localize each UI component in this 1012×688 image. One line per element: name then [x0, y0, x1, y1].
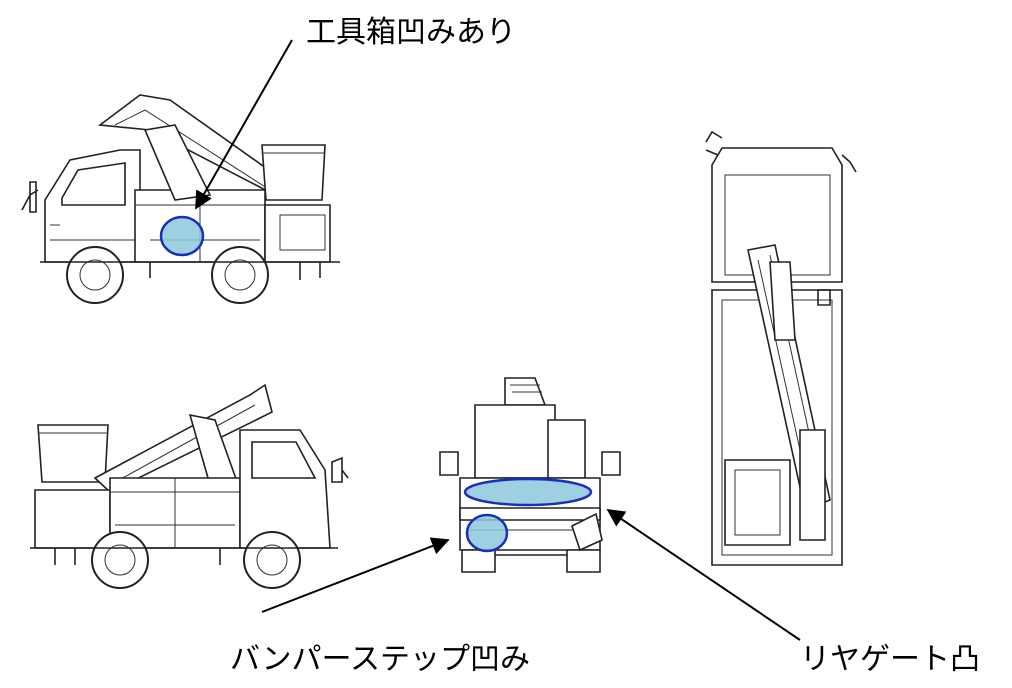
truck-rear-view — [439, 377, 621, 573]
bumper-callout-line — [261, 537, 450, 613]
rear-gate-bump-highlight — [463, 477, 593, 507]
bumper-step-dent-highlight — [465, 513, 509, 553]
truck-side-view-left — [21, 94, 340, 304]
rear-gate-bump-label: リヤゲート凸 — [800, 642, 980, 677]
rear-gate-callout-line — [606, 508, 801, 641]
truck-top-view — [705, 130, 857, 566]
bumper-step-dent-label: バンパーステップ凹み — [230, 642, 530, 677]
toolbox-dent-highlight — [159, 215, 205, 257]
toolbox-dent-label: 工具箱凹みあり — [306, 15, 516, 50]
toolbox-callout-line — [195, 39, 293, 210]
truck-side-view-right — [30, 383, 349, 589]
